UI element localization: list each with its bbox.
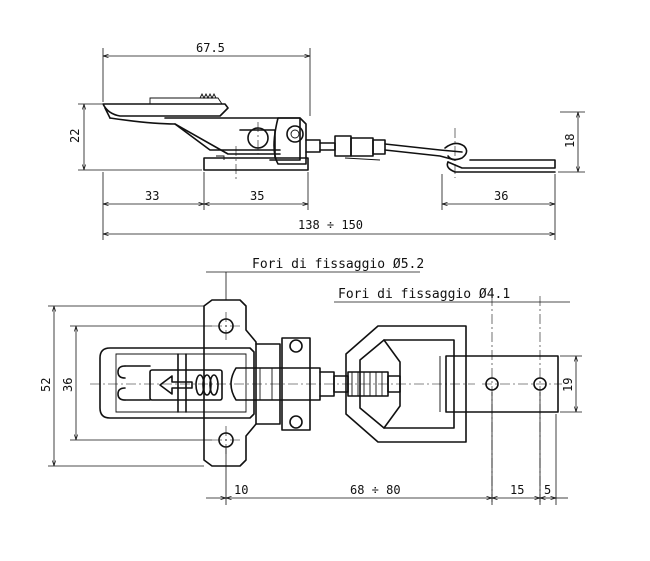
dim-row-plan: 10 68 ÷ 80 15 5 [206, 392, 568, 505]
strike-plate [445, 296, 562, 502]
dim-width-inner-label: 36 [61, 378, 75, 392]
side-view: 67.5 22 18 33 35 36 [68, 41, 585, 240]
latch-base-plate [203, 299, 257, 467]
dim-right-label: 36 [494, 189, 508, 203]
latch-side-rod [305, 135, 556, 173]
dim-row-side: 33 35 36 [102, 172, 556, 240]
latch-lever [99, 347, 255, 419]
dim-left-label: 33 [145, 189, 159, 203]
dim-5-label: 5 [544, 483, 551, 497]
hole-label-1: Fori di fissaggio Ø5.2 [252, 257, 424, 272]
dim-15-label: 15 [510, 483, 524, 497]
hole-label-2: Fori di fissaggio Ø4.1 [338, 287, 510, 302]
dim-width-outer-label: 52 [39, 378, 53, 392]
dim-base-height: 18 [558, 111, 585, 173]
dim-height-label: 22 [68, 129, 82, 143]
dim-total-length: 138 ÷ 150 [103, 218, 555, 234]
dim-overall-length: 67.5 [102, 41, 311, 116]
dim-range-label: 68 ÷ 80 [350, 483, 401, 497]
dim-mid-label: 35 [250, 189, 264, 203]
dim-overall-length-label: 67.5 [196, 41, 225, 55]
dim-width-plate-label: 19 [561, 378, 575, 392]
latch-side-body [102, 92, 309, 171]
dim-width-plate: 19 [560, 355, 582, 413]
dim-width-outer: 52 [39, 305, 204, 467]
dim-total-length-label: 138 ÷ 150 [298, 218, 363, 232]
dim-height: 22 [68, 103, 202, 171]
dim-base-height-label: 18 [563, 134, 577, 148]
plan-view: Fori di fissaggio Ø5.2 Fori di fissaggio… [39, 257, 582, 505]
dim-10-label: 10 [234, 483, 248, 497]
dim-width-inner: 36 [61, 325, 212, 441]
